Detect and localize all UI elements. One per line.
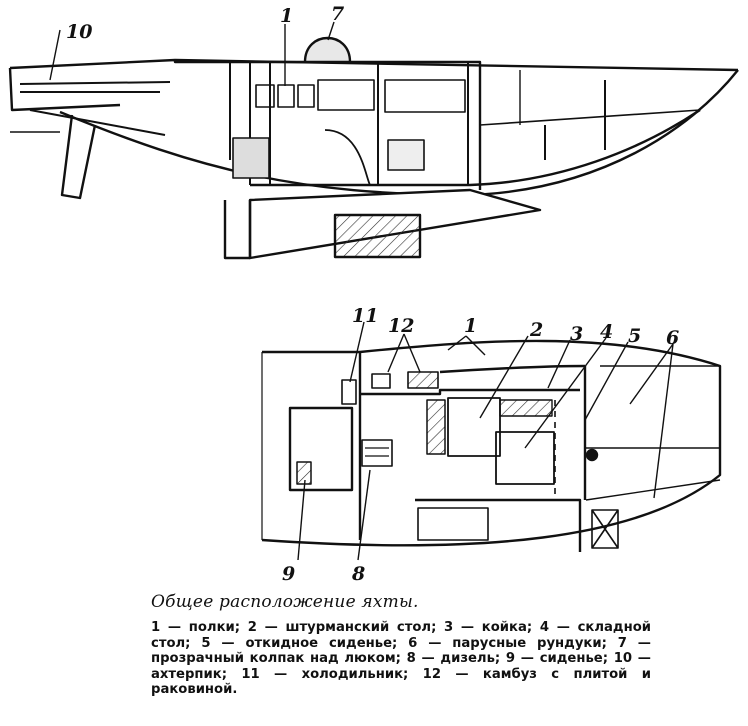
engine-plan bbox=[361, 439, 393, 467]
callout-9-label: 9 bbox=[282, 563, 295, 585]
quarter-berth bbox=[417, 507, 489, 541]
callout-2-label: 2 bbox=[529, 319, 543, 341]
caption-legend: 1 — полки; 2 — штурманский стол; 3 — кой… bbox=[151, 620, 651, 698]
settee bbox=[387, 139, 425, 171]
fridge-11 bbox=[341, 379, 357, 405]
side-elevation-view bbox=[8, 36, 739, 260]
locker-box bbox=[591, 509, 619, 549]
folding-table bbox=[495, 431, 555, 485]
shelves bbox=[255, 79, 466, 113]
engine-side bbox=[232, 137, 270, 179]
sink-12 bbox=[371, 373, 391, 389]
callout-11-label: 11 bbox=[352, 305, 378, 327]
callout-6-label: 6 bbox=[666, 327, 679, 349]
callout-5-label: 5 bbox=[628, 325, 641, 347]
callout-3-label: 3 bbox=[570, 323, 583, 345]
lazarette bbox=[19, 81, 171, 136]
rudder bbox=[60, 114, 97, 200]
hatch-dome bbox=[303, 36, 352, 63]
side-leaders bbox=[49, 21, 335, 86]
nav-table bbox=[447, 397, 501, 457]
caption-title: Общее расположение яхты. bbox=[151, 592, 419, 612]
cabin-sole bbox=[250, 109, 701, 187]
yacht-layout-drawing: 10 1 7 bbox=[8, 3, 739, 585]
berth bbox=[439, 364, 586, 374]
callout-10-label: 10 bbox=[66, 21, 92, 43]
plan-view bbox=[261, 339, 722, 552]
plan-hull-outline bbox=[261, 339, 722, 547]
galley-counter bbox=[360, 388, 580, 396]
plan-leaders bbox=[297, 321, 674, 561]
settee-cushions bbox=[499, 399, 553, 417]
forward-berth bbox=[479, 109, 701, 126]
sail-lockers-3 bbox=[585, 479, 721, 501]
keel-ballast bbox=[333, 213, 422, 259]
cockpit bbox=[288, 406, 354, 492]
callout-1-side-label: 1 bbox=[280, 5, 293, 27]
nav-stool bbox=[426, 399, 446, 455]
lower-berth bbox=[415, 498, 582, 552]
transom bbox=[8, 67, 121, 112]
callout-1-plan-label: 1 bbox=[464, 315, 477, 337]
callout-7-label: 7 bbox=[331, 3, 344, 25]
callout-4-label: 4 bbox=[600, 321, 613, 343]
stove-12 bbox=[407, 371, 439, 389]
callout-12-label: 12 bbox=[388, 315, 414, 337]
companion-ladder bbox=[324, 129, 371, 186]
mast-step bbox=[585, 448, 599, 462]
callout-8-label: 8 bbox=[351, 563, 365, 585]
figure-caption: Общее расположение яхты. 1 — полки; 2 — … bbox=[151, 592, 651, 698]
seat-9 bbox=[296, 461, 312, 485]
hull-bottom bbox=[59, 69, 739, 197]
skeg bbox=[223, 200, 252, 260]
coachroof bbox=[173, 60, 482, 190]
